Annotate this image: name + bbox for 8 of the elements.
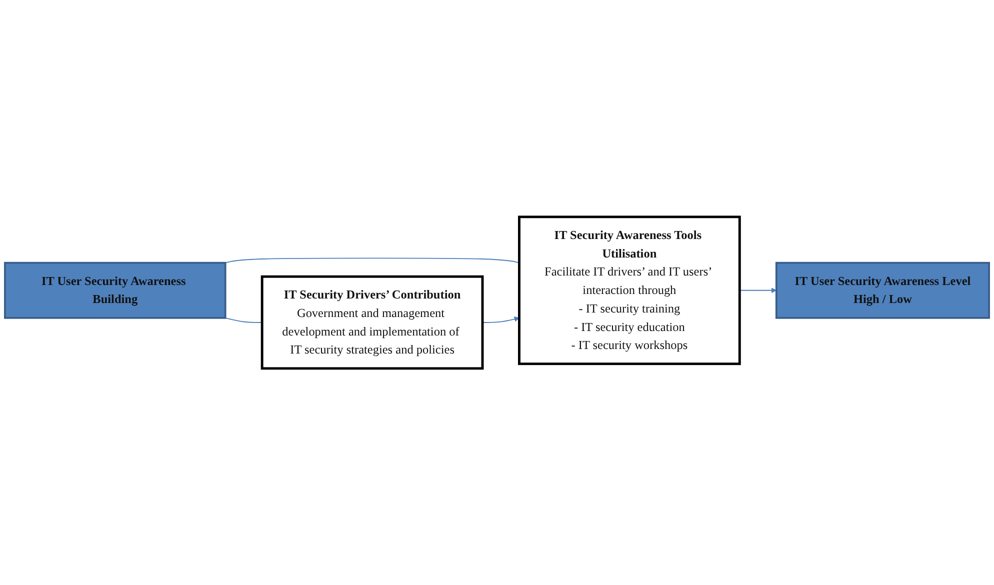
connector [224,258,520,264]
connector [224,317,263,323]
node-box: IT User Security Awareness Level High / Low [775,262,990,319]
arrow [482,316,520,323]
arrow [739,288,777,293]
node-box: IT Security Awareness Tools Utilisation Facilitate IT drivers’ and IT users’ interaction through - IT security training - IT security education - IT security workshops [518,216,741,365]
node-box: IT Security Drivers’ Contribution Government and management development and implementation of IT security strategies and policies [260,275,484,370]
node-box: IT User Security Awareness Building [4,262,226,319]
